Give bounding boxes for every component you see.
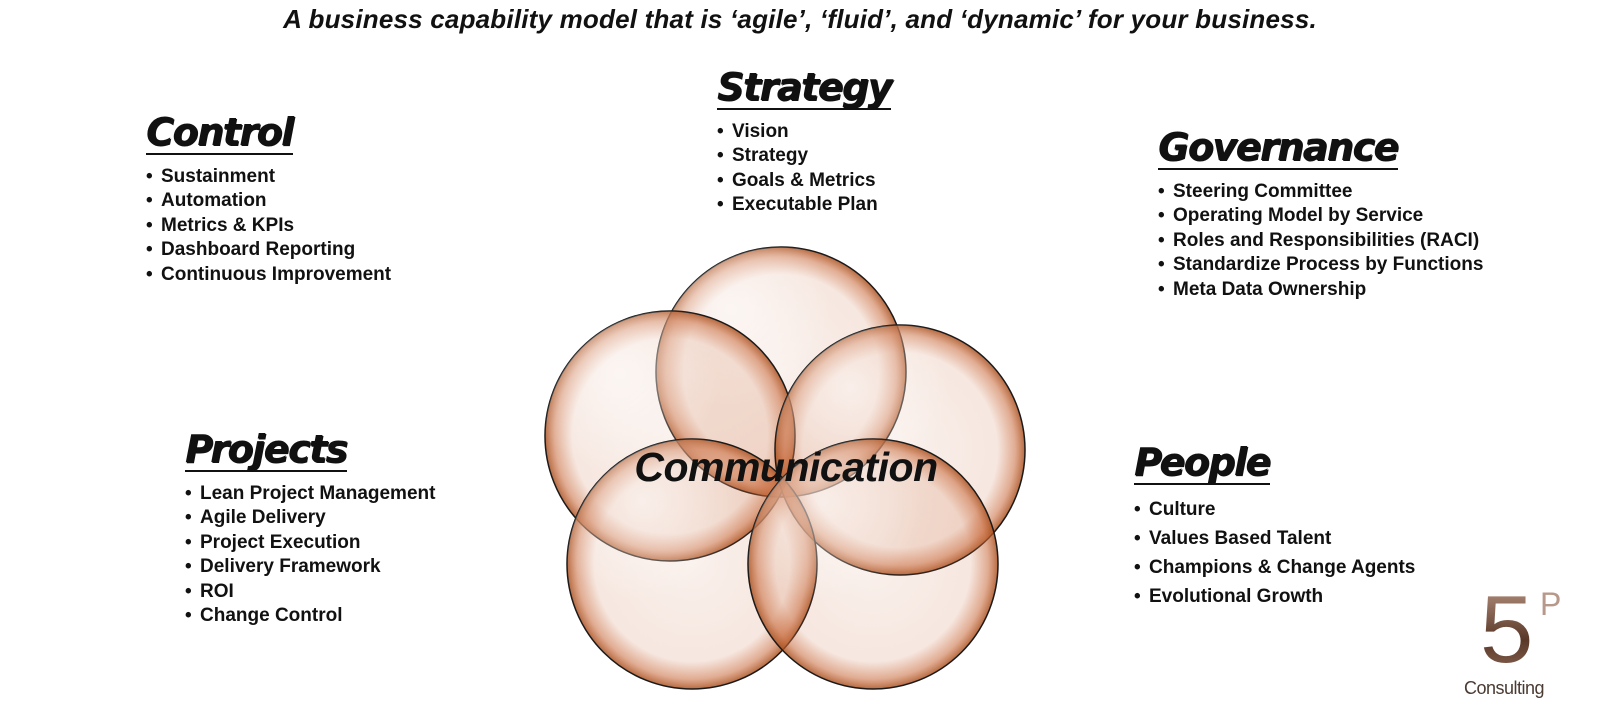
list-item: Evolutional Growth	[1134, 582, 1415, 611]
section-title: Control	[146, 110, 294, 155]
section-title: Projects	[185, 427, 348, 472]
circle-projects	[566, 438, 818, 690]
headline: A business capability model that is ‘agi…	[283, 4, 1317, 34]
list-item: Steering Committee	[1158, 180, 1483, 205]
logo-brand: Consulting	[1464, 678, 1545, 698]
list-item: Values Based Talent	[1134, 524, 1415, 553]
list-item: Champions & Change Agents	[1134, 553, 1415, 582]
strategy-section: Strategy Vision Strategy Goals & Metrics…	[717, 65, 892, 218]
list-item: Lean Project Management	[185, 482, 435, 507]
list-item: Metrics & KPIs	[146, 214, 391, 239]
logo-number: 5	[1480, 576, 1534, 683]
list-item: Culture	[1134, 495, 1415, 524]
governance-section: Governance Steering Committee Operating …	[1158, 125, 1483, 303]
list-item: Operating Model by Service	[1158, 204, 1483, 229]
governance-list: Steering Committee Operating Model by Se…	[1158, 180, 1483, 303]
list-item: Meta Data Ownership	[1158, 278, 1483, 303]
list-item: Agile Delivery	[185, 506, 435, 531]
list-item: Vision	[717, 120, 891, 145]
list-item: Continuous Improvement	[146, 263, 391, 288]
list-item: ROI	[185, 580, 435, 605]
list-item: Goals & Metrics	[717, 169, 891, 194]
control-list: Sustainment Automation Metrics & KPIs Da…	[146, 165, 391, 288]
circle-people	[747, 438, 999, 690]
company-logo: 5 P Consulting	[1464, 582, 1570, 710]
people-list: Culture Values Based Talent Champions & …	[1134, 495, 1415, 611]
list-item: Project Execution	[185, 531, 435, 556]
projects-section: Projects Lean Project Management Agile D…	[185, 427, 435, 629]
people-section: People Culture Values Based Talent Champ…	[1134, 440, 1415, 611]
list-item: Standardize Process by Functions	[1158, 253, 1483, 278]
logo-superscript: P	[1540, 586, 1562, 622]
list-item: Strategy	[717, 144, 891, 169]
list-item: Automation	[146, 189, 391, 214]
list-item: Roles and Responsibilities (RACI)	[1158, 229, 1483, 254]
list-item: Change Control	[185, 604, 435, 629]
section-title: Governance	[1158, 125, 1399, 170]
list-item: Dashboard Reporting	[146, 238, 391, 263]
projects-list: Lean Project Management Agile Delivery P…	[185, 482, 435, 629]
center-label: Communication	[634, 444, 938, 490]
section-title: Strategy	[717, 65, 892, 110]
list-item: Sustainment	[146, 165, 391, 190]
list-item: Delivery Framework	[185, 555, 435, 580]
control-section: Control Sustainment Automation Metrics &…	[146, 110, 391, 288]
list-item: Executable Plan	[717, 193, 891, 218]
strategy-list: Vision Strategy Goals & Metrics Executab…	[717, 120, 891, 218]
section-title: People	[1134, 440, 1271, 485]
